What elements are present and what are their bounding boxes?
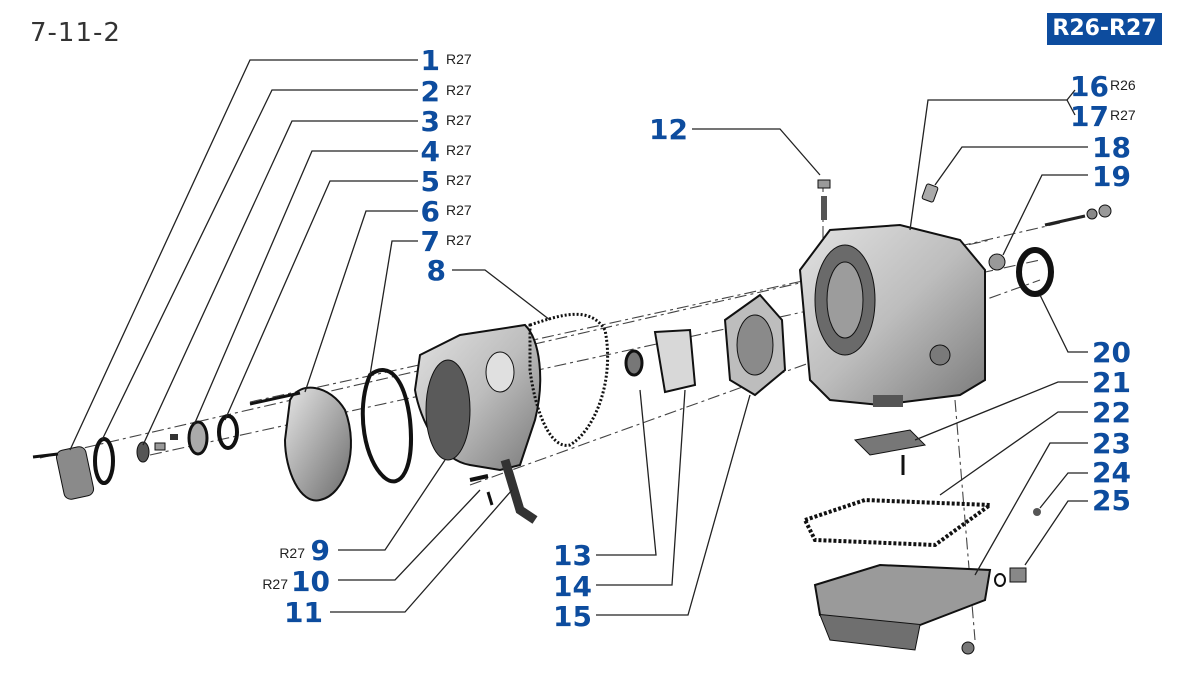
callout-number: 8: [427, 254, 446, 287]
part-main-housing: [798, 223, 986, 407]
callout-number: 23: [1092, 427, 1131, 460]
part-pan-gasket: [802, 497, 996, 548]
part-oil-pan: [813, 563, 992, 655]
part-nut-washer: [136, 434, 178, 463]
part-plate: [653, 328, 697, 394]
callout-number: 15: [553, 600, 592, 633]
leader-lines: [69, 59, 1088, 616]
callout-model-suffix: R27: [446, 172, 472, 188]
part-end-cap: [32, 446, 95, 500]
callout-number: 16: [1070, 70, 1109, 103]
callout-number: 11: [284, 596, 323, 629]
part-seal-ring: [624, 349, 644, 377]
callout-number: 9: [311, 534, 330, 567]
callout-number: 5: [421, 165, 440, 198]
part-bushing: [921, 183, 939, 203]
page-code: 7-11-2: [30, 18, 121, 48]
callout-model-suffix: R27: [446, 51, 472, 67]
callout-model-suffix: R27: [446, 202, 472, 218]
callout-model-suffix: R27: [446, 82, 472, 98]
callout-model-suffix: R27: [446, 232, 472, 248]
callout-number: 10: [291, 565, 330, 598]
part-ring: [93, 437, 115, 485]
callout-model-suffix: R26: [1110, 77, 1136, 93]
callout-number: 6: [421, 195, 440, 228]
callout-number: 20: [1092, 336, 1131, 369]
part-cap-nut: [817, 179, 831, 220]
model-badge: R26-R27: [1047, 13, 1162, 45]
part-seal: [217, 414, 239, 450]
callout-number: 13: [553, 539, 592, 572]
part-cover: [249, 386, 352, 502]
callout-number: 17: [1070, 100, 1109, 133]
callout-number: 22: [1092, 396, 1131, 429]
callout-model-suffix: R27: [446, 142, 472, 158]
part-gear-housing: [413, 323, 542, 524]
callout-number: 21: [1092, 366, 1131, 399]
callout-model-suffix: R27: [1110, 107, 1136, 123]
part-plug-small: [1033, 508, 1041, 516]
callout-number: 25: [1092, 484, 1131, 517]
callout-model-suffix: R27: [262, 576, 288, 592]
part-oil-seal: [1016, 247, 1054, 297]
part-screen: [853, 429, 927, 475]
callout-number: 14: [553, 570, 592, 603]
callout-number: 12: [649, 113, 688, 146]
part-bearing: [187, 420, 209, 456]
callout-model-suffix: R27: [446, 112, 472, 128]
part-stud-nuts: [1044, 204, 1112, 227]
part-gasket-large: [528, 312, 610, 447]
callout-number: 3: [421, 105, 440, 138]
part-plug: [988, 253, 1006, 271]
part-gasket-small: [360, 368, 413, 484]
callout-number: 1: [421, 44, 440, 77]
callout-number: 18: [1092, 131, 1131, 164]
part-flange: [723, 293, 787, 397]
callout-number: 4: [421, 135, 440, 168]
part-drain-plug: [994, 567, 1027, 587]
callout-number: 2: [421, 75, 440, 108]
callout-number: 19: [1092, 160, 1131, 193]
callout-model-suffix: R27: [279, 545, 305, 561]
callout-number: 7: [421, 225, 440, 258]
callout-number: 24: [1092, 456, 1131, 489]
